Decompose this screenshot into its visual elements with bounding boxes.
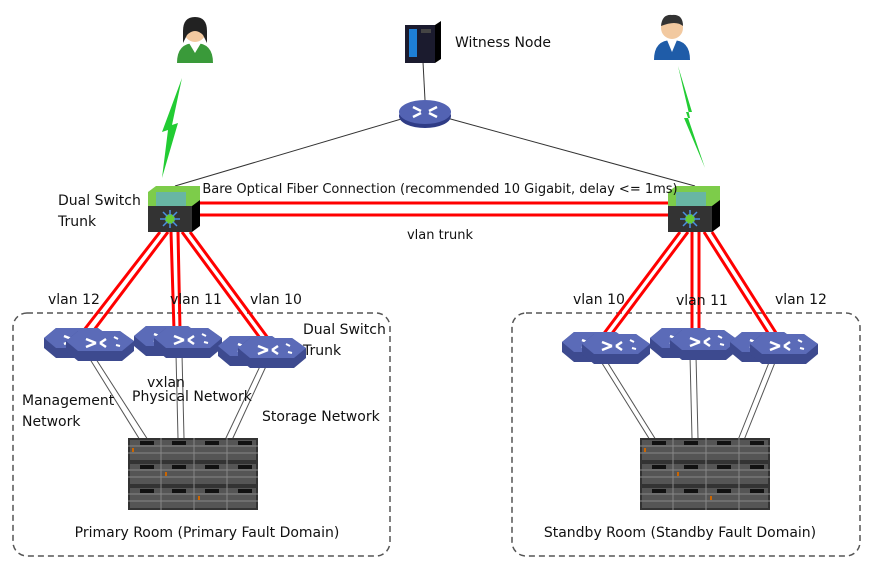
- standby-vlan-label: vlan 11: [676, 293, 728, 309]
- fiber-link: [200, 201, 668, 217]
- witness-link-right: [424, 111, 696, 187]
- wireless-link-left-icon: [162, 78, 182, 178]
- primary-room-title: Primary Room (Primary Fault Domain): [75, 525, 340, 541]
- user-icon: [177, 17, 213, 63]
- primary-room-boundary: [12, 312, 391, 557]
- primary-vlan-label: vlan 10: [250, 292, 302, 308]
- standby-room-title: Standby Room (Standby Fault Domain): [544, 525, 816, 541]
- standby-switch-vlan12-icon: [748, 332, 820, 366]
- primary-vlan-label: vlan 11: [170, 292, 222, 308]
- primary-switch-vlan12-icon: [64, 329, 136, 363]
- user-icon: [654, 14, 690, 60]
- witness-server-icon: [405, 21, 441, 63]
- primary-trunk-label-2: Trunk: [302, 343, 342, 359]
- standby-switch-vlan10-icon: [580, 332, 652, 366]
- primary-trunk-links: [82, 231, 270, 339]
- storage-network-label: Storage Network: [262, 409, 381, 425]
- server-links: [87, 353, 777, 441]
- management-network-label-1: Management: [22, 393, 115, 409]
- primary-switch-vlan10-icon: [236, 336, 308, 370]
- management-network-label-2: Network: [22, 414, 81, 430]
- vlan-trunk-label: vlan trunk: [407, 228, 474, 243]
- primary-trunk-label-1: Dual Switch: [303, 322, 386, 338]
- standby-server-stack-icon: [639, 437, 771, 511]
- standby-trunk-links: [600, 231, 780, 337]
- left-core-label-1: Dual Switch: [58, 193, 141, 209]
- standby-vlan-label: vlan 12: [775, 292, 827, 308]
- left-core-label-2: Trunk: [57, 214, 97, 230]
- vxlan-label: vxlan: [147, 375, 185, 391]
- primary-switch-vlan11-icon: [152, 326, 224, 360]
- standby-room-boundary: [511, 312, 861, 557]
- left-core-switch-icon: [147, 185, 201, 233]
- standby-vlan-label: vlan 10: [573, 292, 625, 308]
- wireless-link-right-icon: [678, 66, 705, 168]
- witness-uplink: [422, 61, 426, 101]
- fiber-link-label: Bare Optical Fiber Connection (recommend…: [202, 182, 677, 197]
- primary-vlan-label: vlan 12: [48, 292, 100, 308]
- witness-node-label: Witness Node: [455, 35, 551, 51]
- standby-switch-vlan11-icon: [668, 328, 740, 362]
- primary-server-stack-icon: [127, 437, 259, 511]
- witness-router-icon: [397, 98, 453, 130]
- physical-network-label: Physical Network: [132, 389, 253, 405]
- witness-link-left: [174, 111, 426, 187]
